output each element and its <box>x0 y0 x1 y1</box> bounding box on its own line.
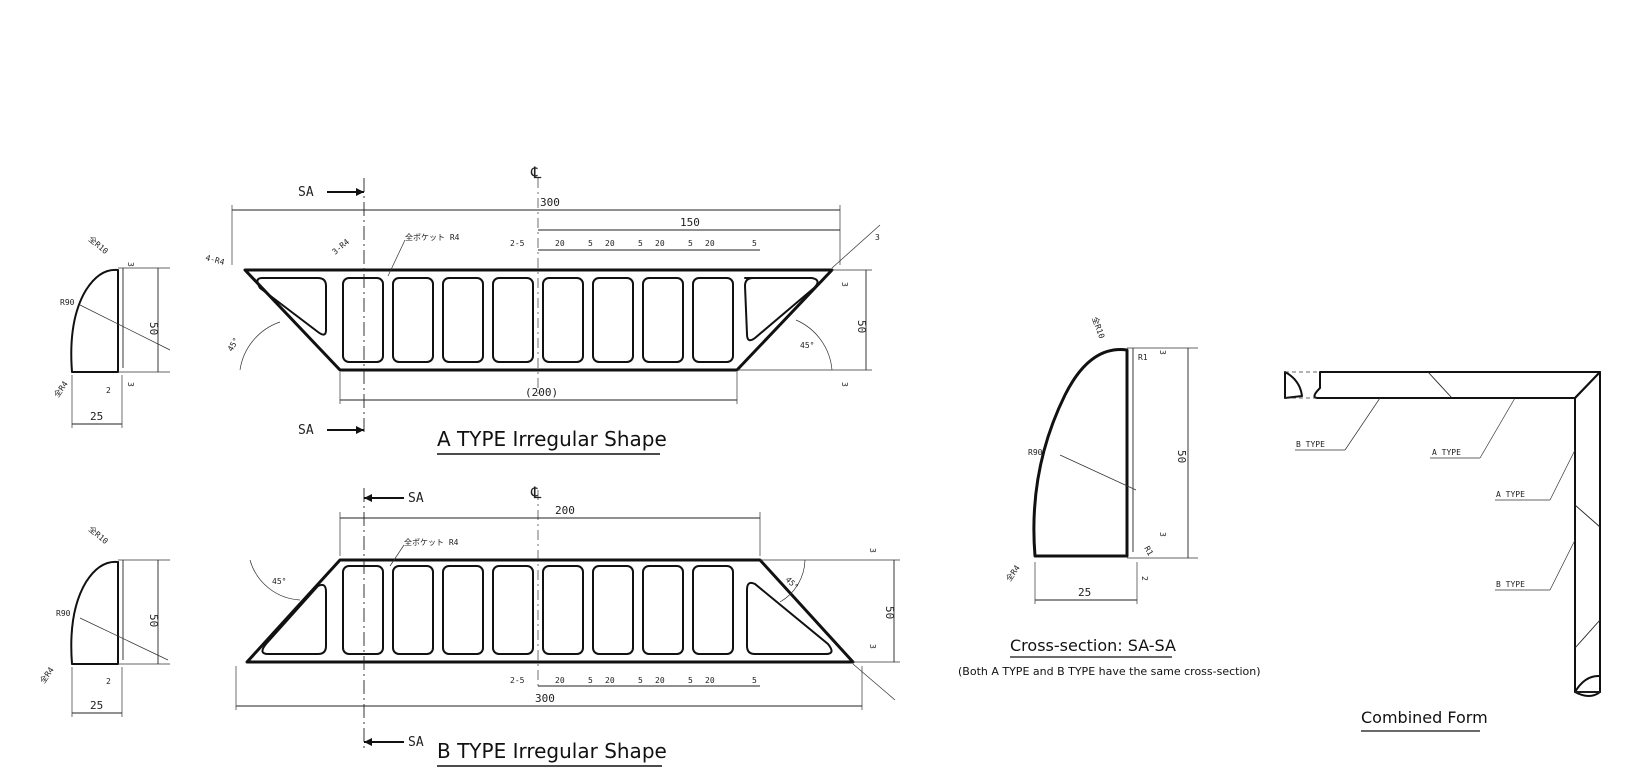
a-side-r90-label: R90 <box>60 298 75 307</box>
a-type-rib-5-3: 5 <box>688 239 693 248</box>
cross-section-r10: 全R10 <box>1090 315 1107 340</box>
a-type-pocket-20-4: 20 <box>705 239 715 248</box>
b-side-height-label: 50 <box>147 614 160 627</box>
cross-section-flat: 2 <box>1140 576 1149 581</box>
b-type-view: ℄ 200 300 2-5 20 5 20 5 20 5 20 5 50 3 3… <box>235 483 900 767</box>
b-type-pocket-20-3: 20 <box>655 676 665 685</box>
b-side-r90-label: R90 <box>56 609 71 618</box>
b-type-sa-top: SA <box>408 491 424 506</box>
a-type-angle-right: 45° <box>800 341 814 350</box>
b-type-pocket-20-2: 20 <box>605 676 615 685</box>
a-type-edge-3-corner: 3 <box>875 233 880 242</box>
combined-label-b-type-horizontal: B TYPE <box>1296 440 1325 449</box>
b-type-pitch-label: 2-5 <box>510 676 525 685</box>
b-type-pocket-20-1: 20 <box>555 676 565 685</box>
a-type-sa-top: SA <box>298 185 314 200</box>
a-side-3-bottom: 3 <box>126 382 135 387</box>
b-type-height-50: 50 <box>883 606 896 619</box>
a-type-pocket-20-1: 20 <box>555 239 565 248</box>
cross-section-r4: 全R4 <box>1003 563 1021 583</box>
a-type-caption: A TYPE Irregular Shape <box>437 427 667 451</box>
b-type-centerline-mark: ℄ <box>530 483 542 502</box>
a-type-pocket-note: 全ポケット R4 <box>405 232 460 242</box>
a-side-height-label: 50 <box>147 322 160 335</box>
a-type-edge-3-bottom: 3 <box>840 382 849 387</box>
cross-section-r1-bottom: R1 <box>1142 545 1155 558</box>
a-type-pocket-20-2: 20 <box>605 239 615 248</box>
a-type-rib-5-2: 5 <box>638 239 643 248</box>
combined-form-view: B TYPE A TYPE A TYPE B TYPE Combined For… <box>1284 371 1601 732</box>
a-side-3-top: 3 <box>126 262 135 267</box>
a-type-edge-3-top: 3 <box>840 282 849 287</box>
b-type-top-200: 200 <box>555 504 575 517</box>
a-side-2-label: 2 <box>106 386 111 395</box>
combined-label-b-type-vertical: B TYPE <box>1496 580 1525 589</box>
b-side-profile: 50 25 R90 全R10 全R4 2 <box>37 524 170 717</box>
a-type-bottom-200: (200) <box>525 386 558 399</box>
cross-section-3-bottom: 3 <box>1158 532 1167 537</box>
b-type-sa-bottom: SA <box>408 735 424 750</box>
cross-section-r90: R90 <box>1028 448 1043 457</box>
combined-caption: Combined Form <box>1361 708 1488 727</box>
cross-section-3-top: 3 <box>1158 350 1167 355</box>
a-type-corner-3r4: 3-R4 <box>331 237 352 256</box>
a-type-rib-5-1: 5 <box>588 239 593 248</box>
a-type-height-50: 50 <box>855 320 868 333</box>
b-side-2-label: 2 <box>106 677 111 686</box>
cross-section-width: 25 <box>1078 586 1091 599</box>
a-type-sa-bottom: SA <box>298 423 314 438</box>
combined-label-a-type-vertical: A TYPE <box>1496 490 1525 499</box>
combined-label-a-type-horizontal: A TYPE <box>1432 448 1461 457</box>
a-side-r4-label: 全R4 <box>51 379 69 399</box>
a-type-half-150: 150 <box>680 216 700 229</box>
a-type-pocket-20-3: 20 <box>655 239 665 248</box>
b-type-pocket-20-4: 20 <box>705 676 715 685</box>
a-type-angle-left: 45° <box>226 336 241 353</box>
b-type-angle-left: 45° <box>272 577 286 586</box>
b-side-r10-label: 全R10 <box>87 524 111 546</box>
cross-section-r1-top: R1 <box>1138 353 1148 362</box>
a-type-centerline-mark: ℄ <box>530 163 542 182</box>
cross-section-caption: Cross-section: SA-SA <box>1010 636 1176 655</box>
b-type-pocket-note: 全ポケット R4 <box>404 537 459 547</box>
b-type-edge-3-bottom: 3 <box>868 644 877 649</box>
a-type-pitch-label: 2-5 <box>510 239 525 248</box>
a-type-view: ℄ 300 150 2-5 20 5 20 5 20 5 20 5 (200) … <box>204 163 881 455</box>
b-type-rib-5-4: 5 <box>752 676 757 685</box>
a-type-rib-5-4: 5 <box>752 239 757 248</box>
b-side-width-label: 25 <box>90 699 103 712</box>
b-side-r4-label: 全R4 <box>37 665 55 685</box>
a-type-corner-4r4: 4-R4 <box>204 253 225 267</box>
cross-section-height: 50 <box>1175 450 1188 463</box>
cross-section-note: (Both A TYPE and B TYPE have the same cr… <box>958 665 1261 678</box>
b-type-edge-3-top: 3 <box>868 548 877 553</box>
b-type-rib-5-3: 5 <box>688 676 693 685</box>
a-type-overall-300: 300 <box>540 196 560 209</box>
b-type-overall-300: 300 <box>535 692 555 705</box>
cross-section-view: 50 25 R90 全R10 全R4 R1 R1 3 3 2 Cross-sec… <box>958 315 1261 678</box>
a-side-r10-label: 全R10 <box>87 234 111 256</box>
a-side-width-label: 25 <box>90 410 103 423</box>
b-type-rib-5-2: 5 <box>638 676 643 685</box>
a-side-profile: 50 25 R90 全R10 全R4 3 3 2 <box>51 234 171 428</box>
b-type-caption: B TYPE Irregular Shape <box>437 739 667 763</box>
b-type-rib-5-1: 5 <box>588 676 593 685</box>
